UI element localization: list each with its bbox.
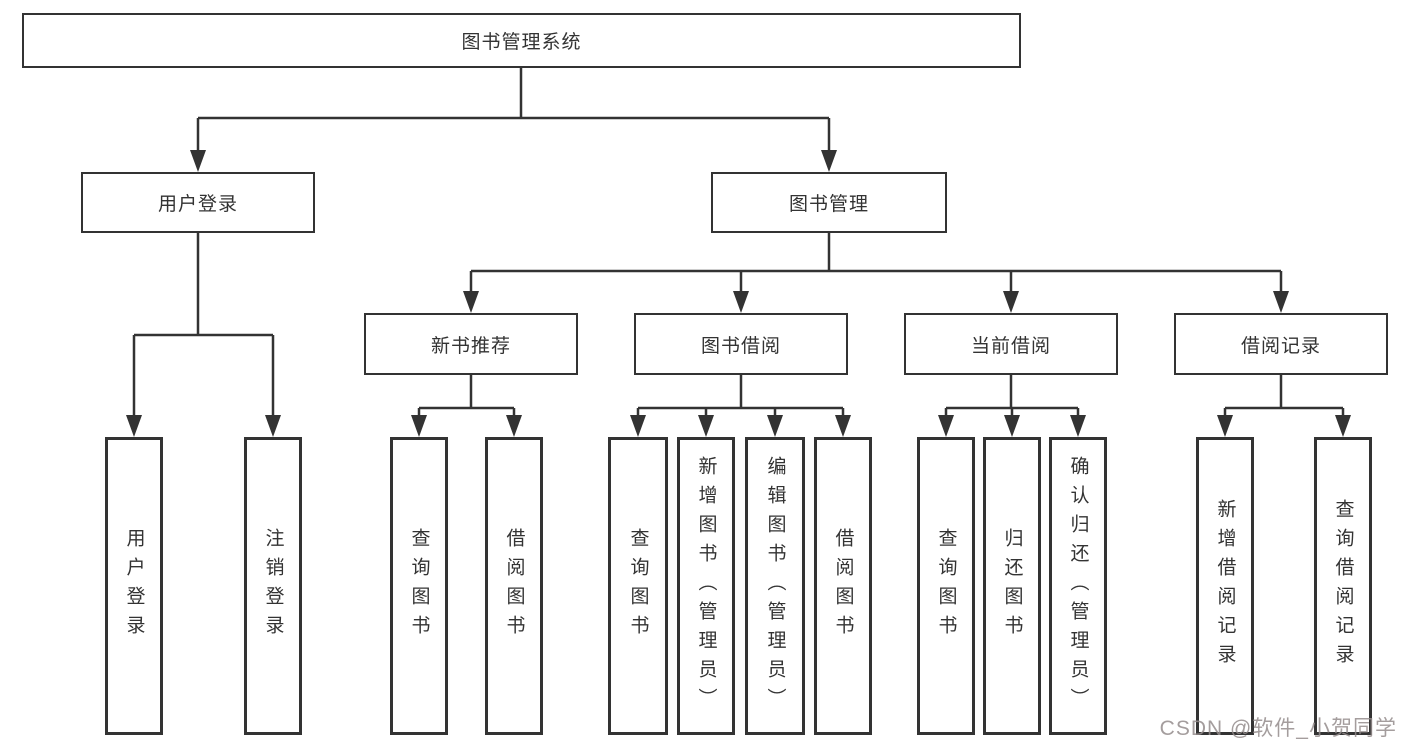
leaf-logout: 注销登录 [244, 437, 302, 735]
leaf-add-borrow-record: 新增借阅记录 [1196, 437, 1254, 735]
connector-new-book-to-leaves [417, 375, 516, 418]
leaf-user-login: 用户登录 [105, 437, 163, 735]
leaf-query-books-current: 查询图书 [917, 437, 975, 735]
leaf-query-borrow-record: 查询借阅记录 [1314, 437, 1372, 735]
leaf-edit-book-admin: 编辑图书（管理员） [745, 437, 805, 735]
node-user-login: 用户登录 [81, 172, 315, 233]
node-book-management: 图书管理 [711, 172, 947, 233]
connector-current-borrow-to-leaves [944, 375, 1080, 418]
connector-book-mgmt-to-level3 [469, 233, 1283, 293]
connector-root-to-level2 [196, 68, 831, 152]
leaf-borrow-books-recommend: 借阅图书 [485, 437, 543, 735]
leaf-return-book: 归还图书 [983, 437, 1041, 735]
leaf-query-books-recommend: 查询图书 [390, 437, 448, 735]
node-borrowing-records: 借阅记录 [1174, 313, 1388, 375]
leaf-query-books-borrowing: 查询图书 [608, 437, 668, 735]
connector-user-login-to-leaves [132, 233, 275, 417]
leaf-borrow-books: 借阅图书 [814, 437, 872, 735]
node-new-book-recommendation: 新书推荐 [364, 313, 578, 375]
node-book-borrowing: 图书借阅 [634, 313, 848, 375]
leaf-confirm-return-admin: 确认归还（管理员） [1049, 437, 1107, 735]
node-current-borrowing: 当前借阅 [904, 313, 1118, 375]
arrowheads [126, 150, 1351, 437]
connector-book-borrow-to-leaves [636, 375, 845, 418]
node-library-management-system: 图书管理系统 [22, 13, 1021, 68]
leaf-add-book-admin: 新增图书（管理员） [677, 437, 735, 735]
connector-borrow-records-to-leaves [1223, 375, 1345, 418]
